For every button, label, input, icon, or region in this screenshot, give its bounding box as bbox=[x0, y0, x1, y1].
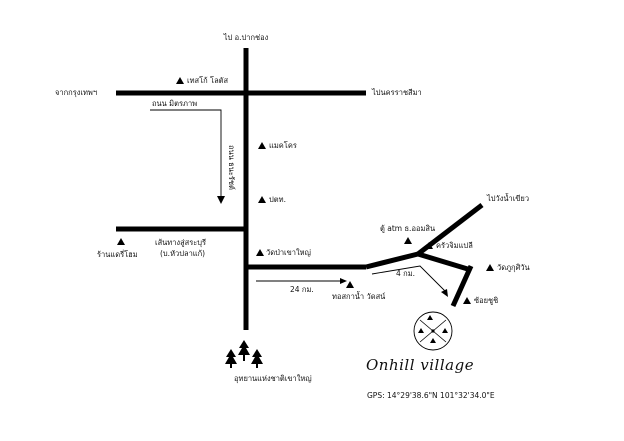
to-korat-label: ไปนครราชสีมา bbox=[371, 88, 422, 97]
distance-4-label: 4 กม. bbox=[396, 269, 415, 278]
ptt-marker-icon bbox=[258, 196, 266, 203]
wat-phukhuwan-label: วัดภูกุศิวัน bbox=[497, 263, 530, 272]
dairy-home-label: ร้านแดรี่โฮม bbox=[97, 249, 138, 259]
mittraphap-road-label: ถนน มิตรภาพ bbox=[152, 99, 197, 108]
wat-pa-marker-icon bbox=[256, 249, 264, 256]
krua-marker-icon bbox=[425, 242, 433, 249]
makro-label: แมคโคร bbox=[269, 141, 297, 150]
wat-pa-khao-yai-label: วัดป่าเขาใหญ่ bbox=[266, 248, 311, 257]
to-wang-nam-khiao-label: ไปวังน้ำเขียว bbox=[486, 193, 529, 203]
water-tank-label: ทอสกาน้ำ วัดสน์ bbox=[332, 291, 385, 301]
to-pak-chong-label: ไป อ.ปากช่อง bbox=[223, 33, 269, 42]
village-road bbox=[417, 251, 472, 273]
wat-phukhuwan-marker-icon bbox=[486, 264, 494, 271]
gps-coordinates: GPS: 14°29'38.6"N 101°32'34.0"E bbox=[367, 391, 495, 400]
makro-marker-icon bbox=[258, 142, 266, 149]
atm-label: ตู้ atm ธ.ออมสิน bbox=[380, 224, 435, 233]
mittraphap-arrow bbox=[150, 109, 222, 200]
atm-marker-icon bbox=[404, 237, 412, 244]
khao-yai-park-label: อุทยานแห่งชาติเขาใหญ่ bbox=[234, 374, 312, 383]
distance-4-arrow bbox=[371, 265, 447, 293]
tesco-label: เทสโก้ โลตัส bbox=[187, 76, 229, 85]
water-tank-marker-icon bbox=[346, 281, 354, 288]
brand-name: Onhill village bbox=[366, 356, 474, 374]
from-bangkok-label: จากกรุงเทพฯ bbox=[55, 88, 97, 97]
chiang-dee-marker-icon bbox=[463, 297, 471, 304]
onhill-village-logo bbox=[413, 311, 453, 351]
mittraphap-arrow-head bbox=[217, 196, 225, 204]
pine-tree-icon bbox=[225, 340, 263, 368]
dairy-home-marker-icon bbox=[117, 238, 125, 245]
tesco-marker-icon bbox=[176, 77, 184, 84]
village-road-south bbox=[450, 264, 474, 308]
distance-24-arrow-head bbox=[340, 278, 347, 284]
hua-pla-label: (บ.หัวปลาแก้) bbox=[160, 249, 205, 258]
krua-chom-pel-label: ครัวจิมแปลี bbox=[436, 241, 473, 250]
saraburi-line-label: เส้นทางสู่สระบุรี bbox=[155, 238, 206, 247]
khao-yai-road-east bbox=[365, 251, 419, 270]
saraburi-road-label: ถนน ธนะรัชต์ bbox=[227, 145, 236, 190]
ptt-label: ปตท. bbox=[269, 195, 286, 204]
chiang-dee-label: ซ้อยชูชิ bbox=[474, 296, 498, 305]
distance-24-label: 24 กม. bbox=[290, 285, 314, 294]
distance-4-arrow-head bbox=[441, 289, 448, 297]
